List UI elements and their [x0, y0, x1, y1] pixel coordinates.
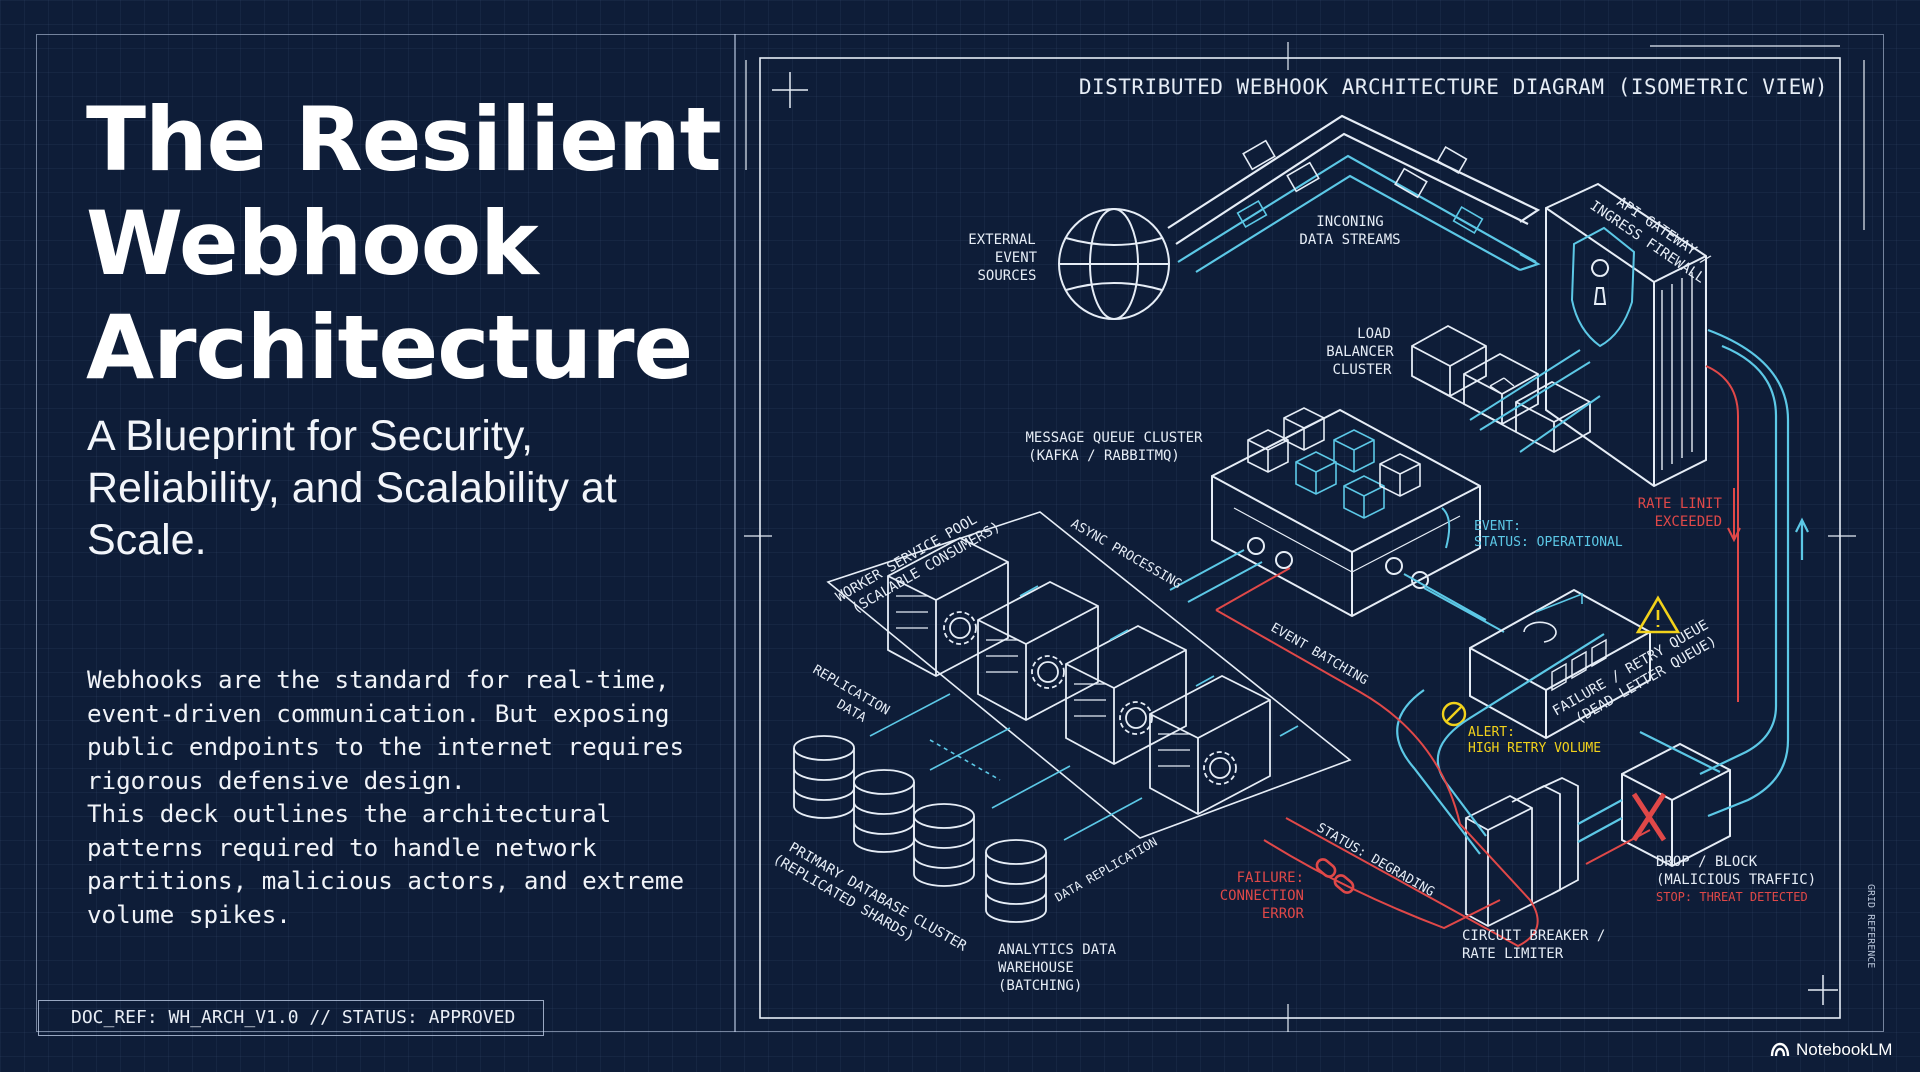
gear-icon [943, 611, 1237, 785]
arrow-head-icon [1519, 253, 1541, 272]
lb-link [1469, 349, 1591, 431]
label-external-sources: SOURCES [977, 268, 1036, 284]
label-failure-connection: CONNECTION [1220, 888, 1304, 904]
label-status-degrading: STATUS: DEGRADING [1314, 820, 1437, 900]
architecture-diagram: DISTRIBUTED WEBHOOK ARCHITECTURE DIAGRAM… [744, 42, 1876, 1032]
doc-ref-box: DOC_REF: WH_ARCH_V1.0 // STATUS: APPROVE… [38, 1000, 544, 1036]
mq-out-link [1403, 573, 1505, 633]
slide-frame [36, 34, 1884, 1032]
pipe-port [1385, 557, 1403, 575]
mq-out-link [1169, 549, 1263, 603]
return-arrow-up [1795, 517, 1809, 560]
label-failure-queue: FAILURE / RETRY QUEUE [1550, 617, 1711, 719]
retry-icon [1523, 621, 1557, 643]
label-primary-db: PRIMARY DATABASE CLUSTER [786, 840, 970, 955]
slide-subtitle: A Blueprint for Security, Reliability, a… [87, 412, 617, 564]
label-external-sources: EVENT [995, 250, 1038, 266]
label-event-status: EVENT: [1474, 519, 1521, 534]
incoming-stream-outline [1167, 114, 1541, 229]
label-message-queue: (KAFKA / RABBITMQ) [1028, 448, 1180, 464]
replication-link [869, 693, 1143, 841]
status-bracket [1441, 507, 1451, 549]
incoming-stream-outline [1175, 132, 1529, 245]
label-incoming-streams: DATA STREAMS [1299, 232, 1400, 248]
slide-body: Webhooks are the standard for real-time,… [87, 666, 685, 929]
worker-platform [826, 511, 1352, 839]
label-analytics: (BATCHING) [998, 978, 1082, 994]
keyhole-icon [1591, 259, 1609, 305]
warning-icon [1635, 595, 1681, 634]
firewall-gateway [1545, 182, 1707, 488]
diagram-title: DISTRIBUTED WEBHOOK ARCHITECTURE DIAGRAM… [1079, 75, 1828, 99]
circuit-breaker [1465, 777, 1579, 928]
lb-link [1519, 395, 1601, 453]
label-drop-block: DROP / BLOCK [1656, 854, 1758, 870]
rate-limit-arrow [1727, 488, 1741, 543]
message-queue-cluster [1211, 407, 1481, 618]
label-external-sources: EXTERNAL [968, 232, 1035, 248]
label-circuit-breaker: RATE LIMITER [1462, 946, 1564, 962]
pipe-port [1411, 571, 1429, 589]
retry-loop-cyan [1707, 328, 1790, 818]
shield-icon [1570, 226, 1636, 348]
brand-badge: NotebookLM [1770, 1040, 1892, 1060]
worker-flow-arrow [1019, 585, 1299, 737]
label-load-balancer: BALANCER [1326, 344, 1394, 360]
label-alert: HIGH RETRY VOLUME [1468, 741, 1601, 756]
label-drop-block: (MALICIOUS TRAFFIC) [1656, 872, 1816, 888]
label-threat-detected: STOP: THREAT DETECTED [1656, 890, 1808, 904]
label-rate-limit: RATE LINIT [1638, 496, 1723, 512]
rate-limit-red [1705, 365, 1739, 702]
prohibited-icon [1441, 701, 1467, 727]
globe-icon [1058, 208, 1170, 320]
block-cube [1621, 742, 1731, 868]
broken-link-icon [1315, 858, 1355, 894]
pipe-port [1275, 551, 1293, 569]
label-incoming-streams: INCONING [1316, 214, 1383, 230]
database-icon [793, 735, 1047, 923]
pipe-port [1247, 537, 1265, 555]
failure-red-path [1263, 839, 1501, 930]
incoming-stream-cyan [1195, 174, 1521, 273]
failure-red-path [1215, 609, 1539, 948]
cb-to-block [1577, 799, 1623, 843]
label-failure-connection: FAILURE: [1237, 870, 1304, 886]
label-event-batching: EVENT BATCHING [1268, 620, 1371, 688]
label-data-replication: DATA REPLICATION [1053, 835, 1160, 905]
label-event-status: STATUS: OPERATIONAL [1474, 535, 1623, 550]
panel-divider [734, 34, 736, 1032]
label-analytics: ANALYTICS DATA [998, 942, 1117, 958]
block-x-icon [1631, 792, 1667, 842]
label-message-queue: MESSAGE QUEUE CLUSTER [1025, 430, 1203, 446]
label-alert: ALERT: [1468, 725, 1515, 740]
label-load-balancer: CLUSTER [1332, 362, 1392, 378]
label-load-balancer: LOAD [1357, 326, 1391, 342]
share-network-icon [1489, 377, 1515, 395]
retry-loop-cyan [1699, 344, 1778, 775]
retry-queue [1469, 588, 1651, 740]
notebooklm-logo-icon [1770, 1042, 1790, 1057]
replication-link [929, 739, 1001, 781]
envelope-icon [1236, 139, 1484, 235]
diagram-frame [759, 57, 1841, 1019]
label-rate-limit: EXCEEDED [1655, 514, 1722, 530]
crosshair-icon [772, 72, 808, 108]
worker-server [887, 536, 1271, 816]
incoming-stream-cyan [1177, 154, 1537, 263]
brand-label: NotebookLM [1796, 1040, 1893, 1059]
crosshair-icon [1808, 975, 1838, 1005]
label-circuit-breaker: CIRCUIT BREAKER / [1462, 928, 1605, 944]
mq-fail-link [1215, 567, 1291, 611]
label-failure-connection: ERROR [1262, 906, 1305, 922]
label-analytics: WAREHOUSE [998, 960, 1074, 976]
load-balancer-cluster [1411, 324, 1591, 454]
label-side-note: GRID REFERENCE [1865, 884, 1876, 968]
malicious-red-path [1585, 829, 1651, 865]
slide-title: The Resilient Webhook Architecture [86, 88, 722, 399]
